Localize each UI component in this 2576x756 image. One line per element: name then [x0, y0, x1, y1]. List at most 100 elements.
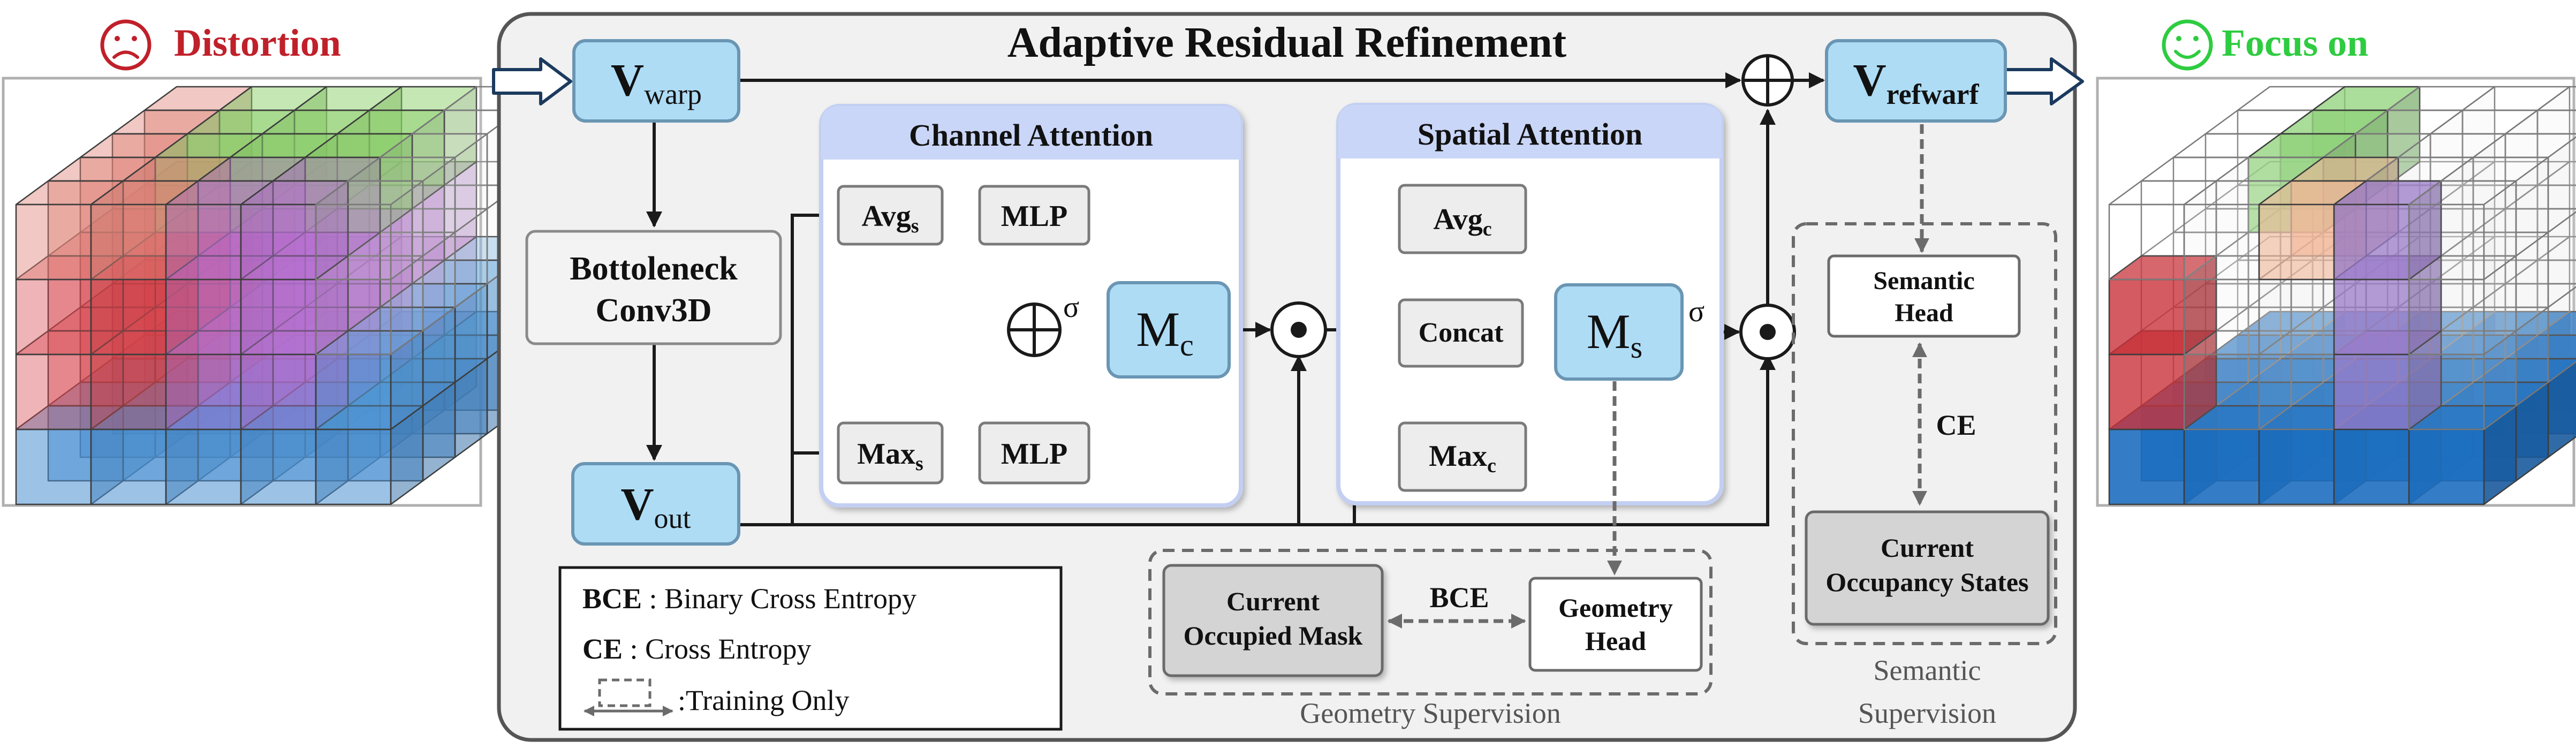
svg-text:Avgs: Avgs: [861, 200, 919, 237]
training-only-icon: [584, 678, 673, 716]
voxel-face: [2108, 353, 2185, 430]
legend: BCE : Binary Cross Entropy CE : Cross En…: [558, 566, 1063, 731]
bce-loss-label: BCE: [1429, 581, 1489, 614]
voxel-face: [15, 278, 92, 356]
semantic-supervision-caption-2: Supervision: [1858, 697, 1996, 729]
geometry-supervision-group: Current Occupied Mask BCE Geometry Head …: [1148, 549, 1713, 729]
max-s-node: Maxs: [837, 421, 944, 485]
svg-text:MLP: MLP: [1001, 200, 1067, 233]
right-panel: Focus on: [2096, 19, 2576, 507]
v-refwarf-node: Vrefwarf: [1825, 39, 2007, 123]
svg-text:Ms: Ms: [1587, 304, 1642, 365]
voxel-face: [165, 353, 242, 430]
panel-title: Adaptive Residual Refinement: [1007, 19, 1567, 66]
svg-text:MLP: MLP: [1001, 437, 1067, 471]
output-arrow: [2004, 57, 2084, 105]
distortion-label: Distortion: [174, 21, 341, 64]
spatial-multiply-operator: [1739, 304, 1796, 360]
bottleneck-conv3d-node: Bottoleneck Conv3D: [525, 230, 782, 345]
voxel-face: [165, 203, 242, 281]
voxel-face: [2333, 203, 2410, 281]
channel-sigma: σ: [1063, 291, 1079, 324]
svg-text:Vrefwarf: Vrefwarf: [1853, 54, 1980, 110]
svg-text:Mc: Mc: [1136, 302, 1194, 362]
semantic-head-node: Semantic Head: [1827, 254, 2021, 338]
voxel-face: [90, 203, 167, 281]
smile-face-icon: [2162, 19, 2213, 71]
voxel-face: [2108, 203, 2185, 281]
voxel-face: [2408, 353, 2485, 430]
voxel-face: [315, 428, 392, 505]
voxel-face: [240, 428, 317, 505]
voxel-face: [15, 203, 92, 281]
focus-on-label: Focus on: [2222, 21, 2368, 64]
voxel-face: [2183, 278, 2260, 356]
voxel-face: [2258, 428, 2335, 505]
voxel-face: [2258, 278, 2335, 356]
svg-text:Maxs: Maxs: [857, 437, 923, 475]
voxel-face: [315, 203, 392, 281]
channel-multiply-operator: [1270, 301, 1327, 358]
voxel-face: [2408, 278, 2485, 356]
svg-text:BCE : Binary Cross Entropy: BCE : Binary Cross Entropy: [582, 583, 916, 615]
voxel-face: [2333, 428, 2410, 505]
svg-text:Maxc: Maxc: [1429, 440, 1496, 477]
voxel-face: [2536, 86, 2576, 111]
svg-text:Geometry: Geometry: [1558, 593, 1673, 623]
avg-s-node: Avgs: [837, 185, 944, 246]
current-occupancy-states-node: Current Occupancy States: [1805, 510, 2050, 626]
svg-text:Semantic: Semantic: [1873, 267, 1974, 295]
input-arrow: [492, 57, 572, 105]
current-occupied-mask-node: Current Occupied Mask: [1162, 564, 1384, 677]
voxel-face: [2258, 203, 2335, 281]
channel-attention-title: Channel Attention: [909, 118, 1153, 153]
semantic-supervision-caption-1: Semantic: [1874, 654, 1981, 686]
svg-text:Current: Current: [1226, 586, 1320, 616]
voxel-face: [240, 203, 317, 281]
svg-text:Bottoleneck: Bottoleneck: [570, 251, 738, 287]
max-c-node: Maxc: [1398, 421, 1527, 492]
residual-sum-operator: [1741, 54, 1794, 107]
spatial-sigma: σ: [1688, 295, 1704, 328]
ms-node: Ms: [1554, 283, 1684, 381]
svg-text:Current: Current: [1881, 533, 1974, 563]
voxel-face: [2408, 428, 2485, 505]
mlp-bottom-node: MLP: [978, 421, 1090, 485]
channel-attention-block: Channel Attention Avgs Maxs MLP MLP σ Mc: [819, 104, 1243, 508]
voxel-face: [2333, 278, 2410, 356]
svg-text:Occupancy States: Occupancy States: [1825, 567, 2028, 597]
voxel-face: [2258, 353, 2335, 430]
spatial-attention-block: Spatial Attention Avgc Concat Maxc Ms: [1336, 103, 1724, 505]
svg-text:Occupied Mask: Occupied Mask: [1184, 621, 1363, 651]
voxel-face: [165, 278, 242, 356]
voxel-face: [315, 278, 392, 356]
svg-text:Vout: Vout: [620, 478, 691, 534]
mc-node: Mc: [1107, 281, 1231, 379]
v-out-node: Vout: [571, 462, 740, 546]
left-panel: Distortion: [2, 19, 552, 507]
voxel-face: [165, 428, 242, 505]
svg-text:Head: Head: [1895, 299, 1953, 327]
mlp-top-node: MLP: [978, 185, 1090, 246]
voxel-face: [240, 353, 317, 430]
ce-loss-label: CE: [1936, 409, 1976, 441]
spatial-attention-title: Spatial Attention: [1418, 117, 1643, 152]
voxel-face: [2183, 353, 2260, 430]
svg-text:Concat: Concat: [1419, 317, 1504, 348]
voxel-face: [2333, 353, 2410, 430]
voxel-face: [90, 428, 167, 505]
voxel-face: [240, 278, 317, 356]
voxel-face: [90, 278, 167, 356]
voxel-face: [15, 353, 92, 430]
voxel-face: [2183, 428, 2260, 505]
svg-text:Vwarp: Vwarp: [611, 54, 702, 110]
geometry-head-node: Geometry Head: [1528, 577, 1703, 672]
training-only-label: :Training Only: [678, 684, 850, 716]
svg-text:Conv3D: Conv3D: [595, 292, 711, 329]
geometry-supervision-caption: Geometry Supervision: [1300, 697, 1560, 729]
semantic-supervision-group: Semantic Head CE Current Occupancy State…: [1792, 222, 2057, 729]
svg-text:Avgc: Avgc: [1433, 203, 1491, 240]
refined-voxel-grid: [2108, 86, 2576, 505]
concat-node: Concat: [1398, 298, 1524, 368]
